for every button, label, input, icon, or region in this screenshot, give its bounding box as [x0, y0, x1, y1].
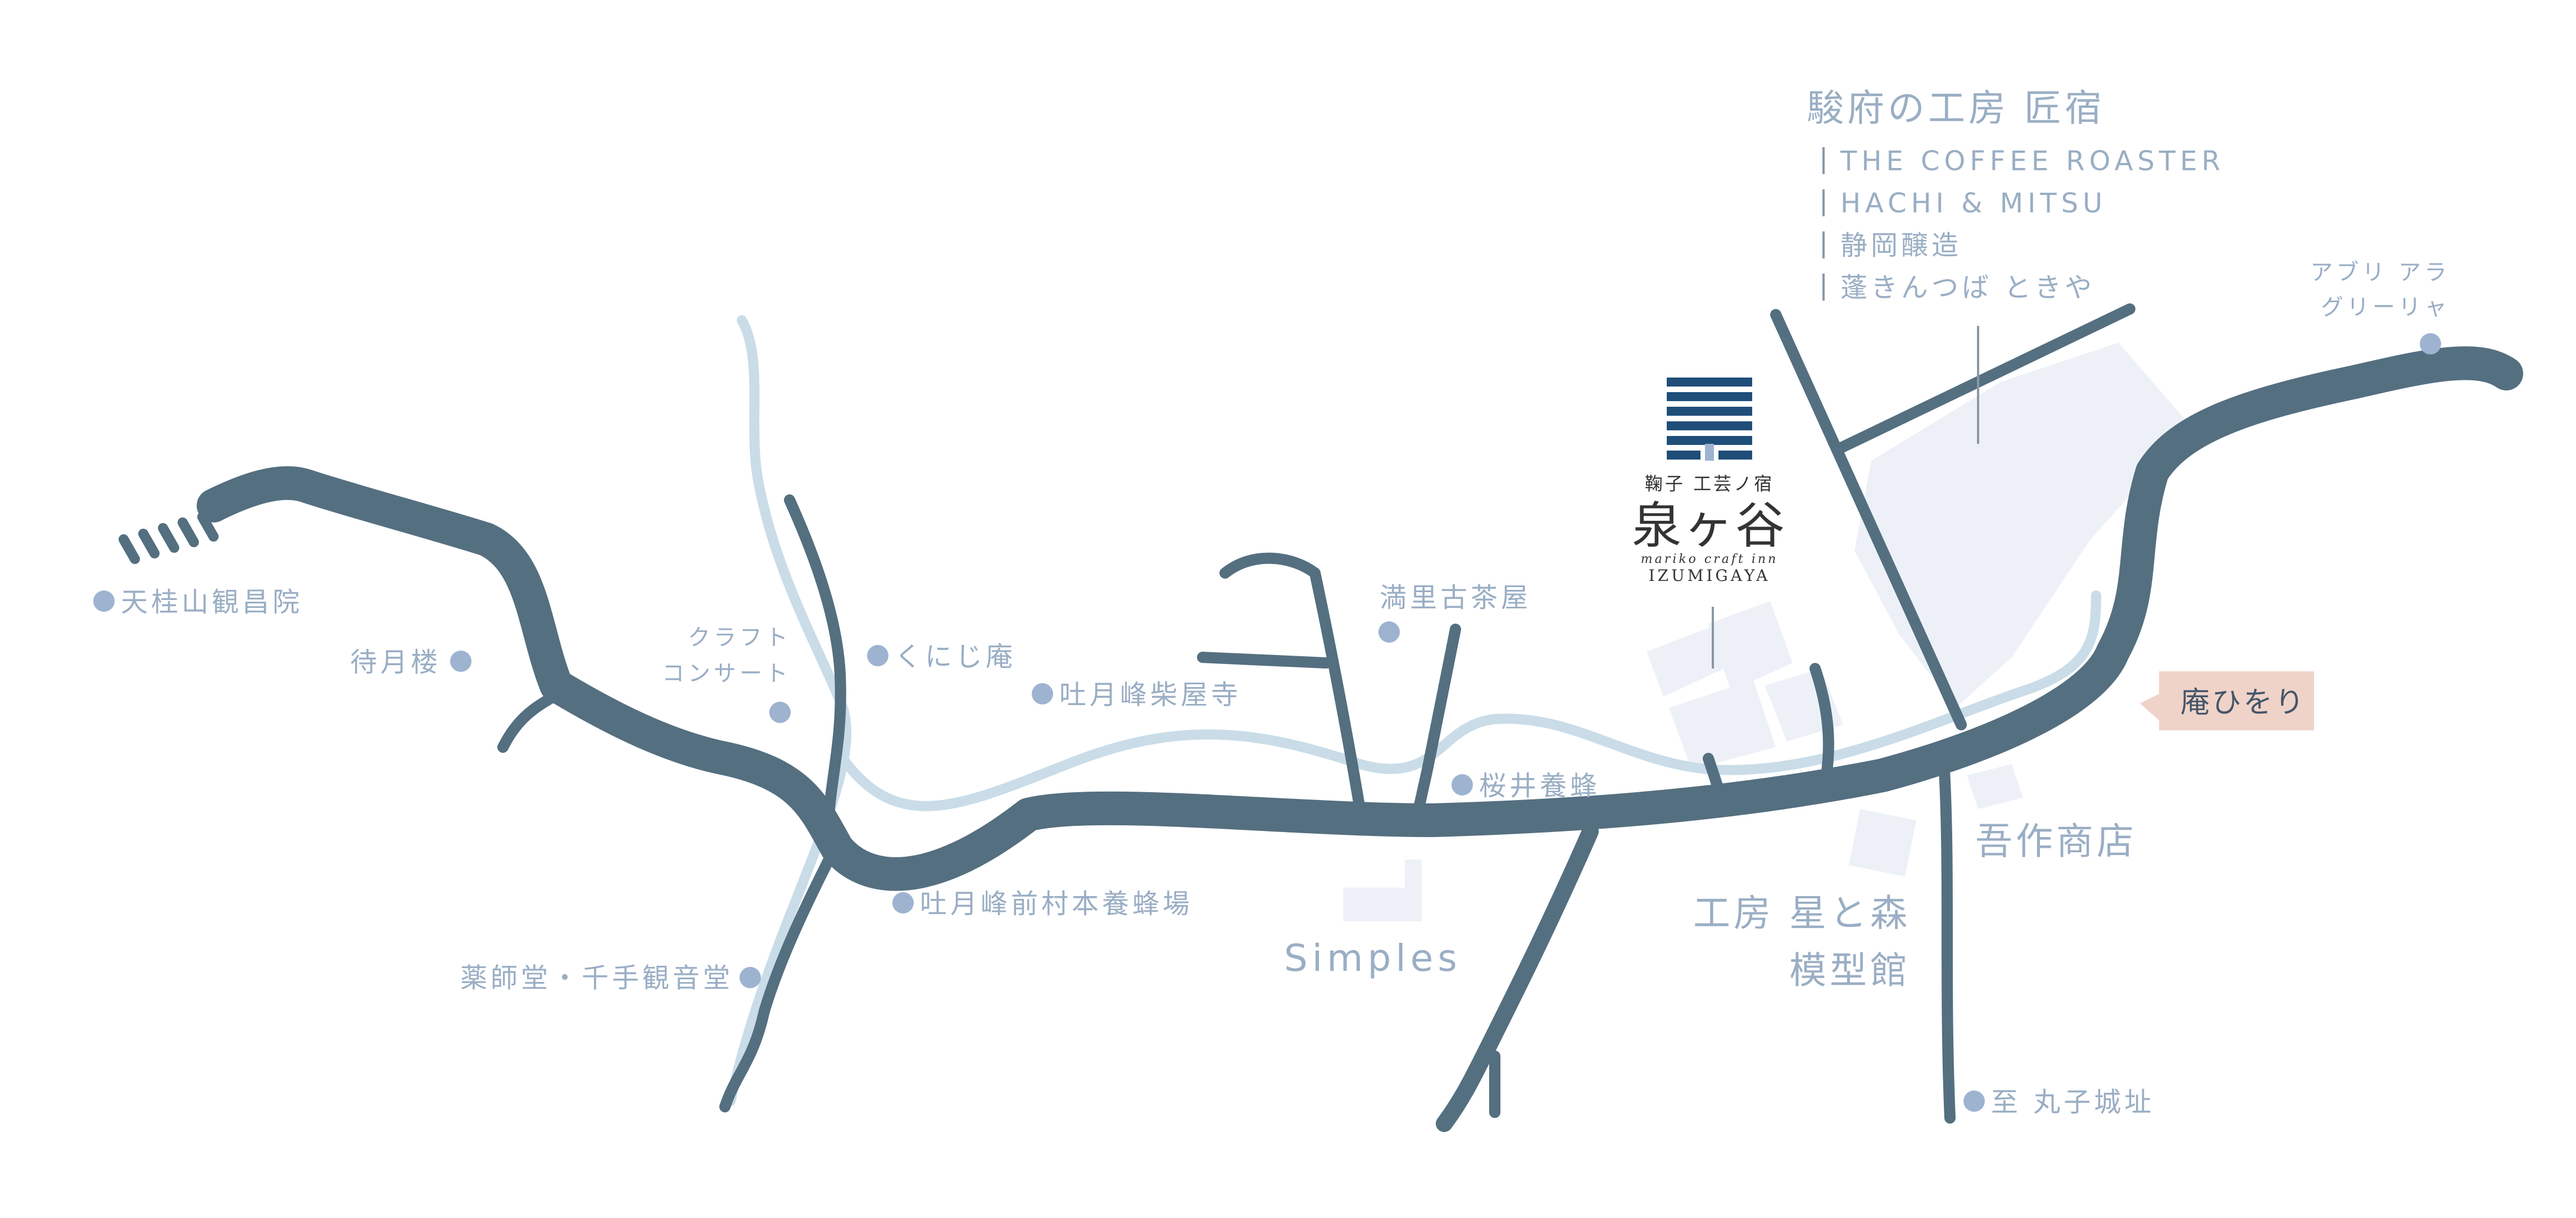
- poi-togetsuho-maemura[interactable]: 吐月峰前村本養蜂場: [892, 888, 1193, 920]
- river-main: [725, 315, 852, 1106]
- poi-togetsuho-saiokuji[interactable]: 吐月峰柴屋寺: [1032, 679, 1241, 711]
- takumi-item-jozo: 静岡醸造: [1840, 230, 1962, 261]
- poi-label: 至 丸子城址: [1991, 1087, 2155, 1118]
- poi-label: 待月楼: [350, 647, 441, 678]
- building-takumi-juku: [1854, 343, 2192, 708]
- poi-label: 桜井養蜂: [1479, 770, 1600, 802]
- poi-dot: [93, 590, 115, 612]
- poi-simples[interactable]: Simples: [1284, 937, 1462, 980]
- buildings: [1343, 343, 2192, 921]
- poi-dot: [1963, 1090, 1985, 1112]
- an-hiwori-tag-shape: [2140, 671, 2314, 730]
- river: [725, 315, 2101, 1106]
- logo-name-en: IZUMIGAYA: [1649, 566, 1771, 585]
- road-saiokuji-spur: [1197, 652, 1332, 669]
- road-hatch-3: [158, 523, 179, 553]
- izumigaya-logo: 鞠子 工芸ノ宿 泉ヶ谷 mariko craft inn IZUMIGAYA: [1632, 378, 1787, 585]
- poi-mari-kochaya[interactable]: 満里古茶屋: [1378, 582, 1531, 643]
- poi-craft-concert[interactable]: クラフト コンサート: [662, 625, 791, 723]
- takumi-juku-title: 駿府の工房 匠宿: [1807, 87, 2105, 130]
- poi-label-line-1: 工房 星と森: [1693, 892, 1911, 935]
- poi-label-line-2: グリーリャ: [2321, 294, 2450, 320]
- poi-abri-ala-grelha[interactable]: アブリ アラ グリーリャ: [2310, 260, 2450, 355]
- logo-tagline: 鞠子 工芸ノ宿: [1645, 473, 1774, 494]
- poi-label: 満里古茶屋: [1380, 582, 1531, 613]
- poi-dot: [892, 892, 914, 914]
- logo-name: 泉ヶ谷: [1632, 497, 1787, 555]
- building-simples: [1343, 860, 1422, 921]
- road-hatch-4: [178, 517, 199, 547]
- poi-dot: [740, 967, 761, 988]
- poi-mariko-castle[interactable]: 至 丸子城址: [1963, 1087, 2155, 1118]
- poi-sakurai-yoho[interactable]: 桜井養蜂: [1452, 770, 1600, 802]
- road-yakushido: [719, 843, 840, 1112]
- takumi-item-coffee: THE COFFEE ROASTER: [1840, 146, 2225, 177]
- poi-tenkeizan[interactable]: 天桂山観昌院: [93, 587, 303, 618]
- poi-kunijian[interactable]: くにじ庵: [867, 641, 1016, 672]
- poi-dot: [450, 651, 471, 672]
- road-saiokuji-hook: [1219, 552, 1366, 815]
- building-block-b: [1708, 601, 1793, 691]
- roads: [119, 303, 2523, 1132]
- building-block-c: [1669, 680, 1776, 770]
- poi-taigetsuro[interactable]: 待月楼: [350, 647, 471, 678]
- road-izumigaya-2: [1809, 663, 1834, 781]
- road-main: [197, 346, 2523, 891]
- road-taigetsuro: [497, 691, 559, 753]
- poi-label-line-2: 模型館: [1789, 949, 1911, 992]
- an-hiwori-tag[interactable]: 庵ひをり: [2140, 671, 2314, 730]
- poi-label: 天桂山観昌院: [121, 587, 303, 618]
- road-south: [1436, 823, 1599, 1132]
- poi-dot: [2420, 333, 2441, 355]
- izumigaya-logo-mark: [1667, 378, 1752, 461]
- road-kunijian: [784, 494, 846, 820]
- poi-label: 薬師堂・千手観音堂: [460, 962, 733, 994]
- an-hiwori-label: 庵ひをり: [2180, 686, 2306, 720]
- road-mariko-castle: [1939, 764, 1956, 1124]
- poi-label: くにじ庵: [895, 641, 1016, 672]
- poi-dot: [769, 702, 791, 723]
- road-takumi-north: [1832, 303, 2135, 455]
- poi-label: Simples: [1284, 937, 1462, 980]
- road-hatch-1: [119, 534, 140, 564]
- poi-label: 吐月峰前村本養蜂場: [920, 888, 1193, 920]
- poi-star-forest[interactable]: 工房 星と森 模型館: [1693, 892, 1911, 992]
- road-mari-kochaya: [1411, 624, 1461, 826]
- poi-dot: [1032, 683, 1053, 705]
- building-near-gosaku: [1849, 809, 1916, 876]
- poi-dot: [1452, 774, 1473, 796]
- poi-label-line-1: アブリ アラ: [2310, 260, 2450, 285]
- road-izumigaya-1: [1703, 753, 1725, 798]
- poi-label-line-1: クラフト: [688, 625, 791, 651]
- poi-dot: [867, 645, 888, 666]
- road-takumi-west: [1770, 309, 1967, 730]
- building-small-gosaku: [1967, 764, 2023, 809]
- takumi-item-tokiya: 蓬きんつば ときや: [1840, 272, 2095, 303]
- road-hatch-5: [197, 512, 219, 542]
- poi-yakushido[interactable]: 薬師堂・千手観音堂: [460, 962, 761, 994]
- takumi-juku-block: 駿府の工房 匠宿 THE COFFEE ROASTER HACHI & MITS…: [1807, 87, 2225, 303]
- poi-gosaku[interactable]: 吾作商店: [1975, 820, 2137, 863]
- takumi-item-hachi: HACHI & MITSU: [1840, 188, 2107, 219]
- poi-label: 吾作商店: [1975, 820, 2137, 863]
- river-east: [838, 590, 2101, 811]
- poi-dot: [1378, 621, 1400, 643]
- road-hatch-2: [138, 529, 160, 558]
- logo-sub-en: mariko craft inn: [1641, 552, 1778, 566]
- poi-label-line-2: コンサート: [662, 661, 791, 687]
- poi-label: 吐月峰柴屋寺: [1059, 679, 1241, 711]
